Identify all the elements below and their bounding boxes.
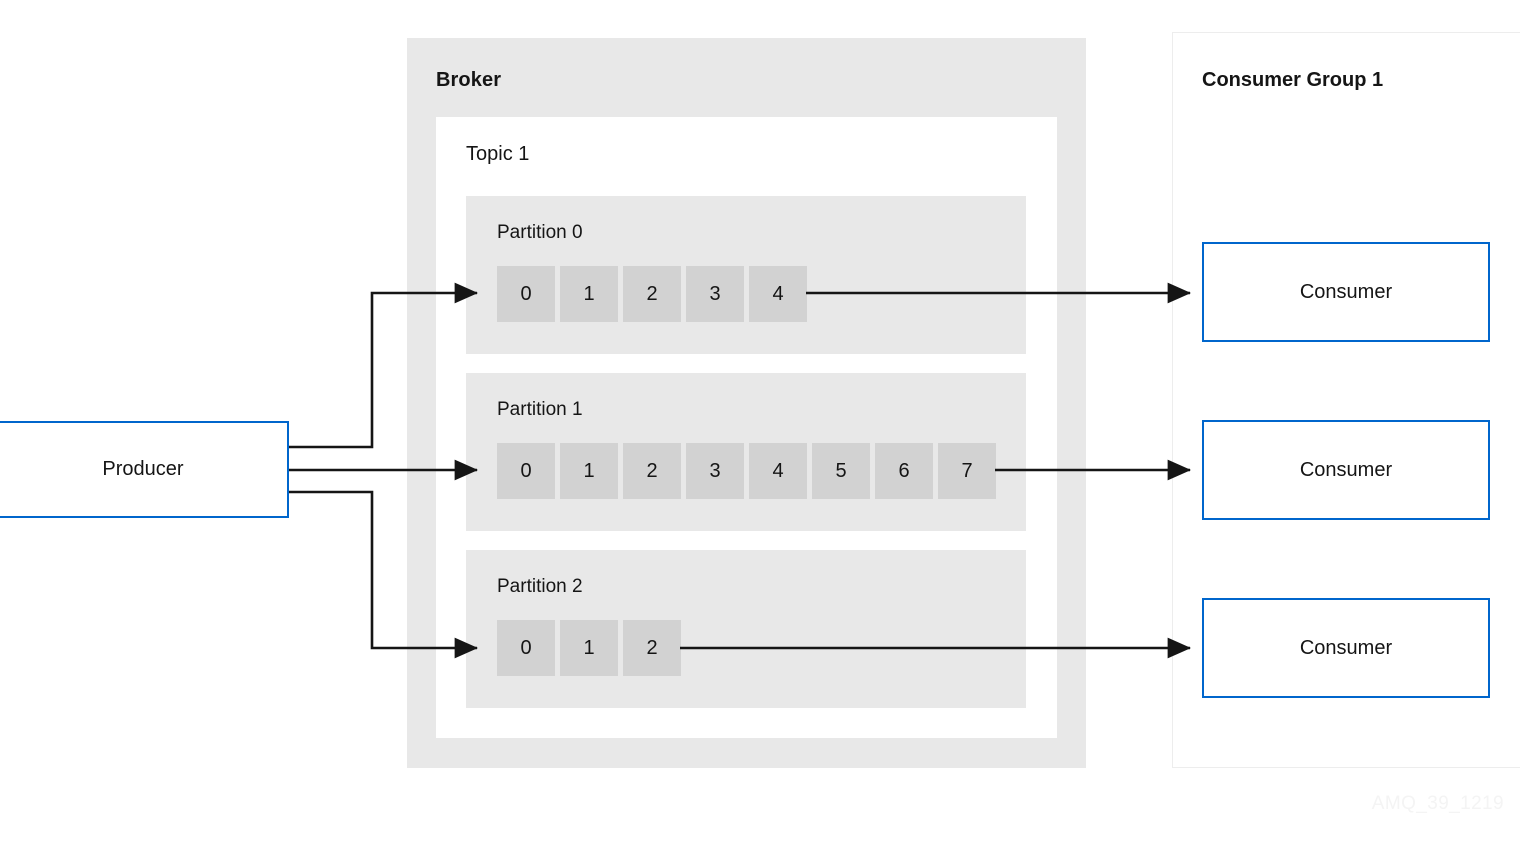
consumer-label: Consumer xyxy=(1299,636,1393,659)
offset-cell: 0 xyxy=(497,266,555,322)
wire-producer-to-partition-0 xyxy=(289,282,479,449)
consumer-group-title: Consumer Group 1 xyxy=(1202,69,1384,91)
consumer-node-3: Consumer xyxy=(1202,598,1490,698)
consumer-label: Consumer xyxy=(1299,458,1393,481)
offset-cell: 7 xyxy=(938,443,996,499)
offset-cell: 0 xyxy=(497,620,555,676)
partition-1: Partition 1 0 1 2 3 4 5 6 7 xyxy=(466,373,1026,531)
producer-label: Producer xyxy=(102,458,184,480)
partition-0-offsets: 0 1 2 3 4 xyxy=(497,266,807,322)
offset-cell: 3 xyxy=(686,266,744,322)
offset-cell: 2 xyxy=(623,266,681,322)
offset-cell: 0 xyxy=(497,443,555,499)
partition-0-title: Partition 0 xyxy=(497,222,583,243)
wire-producer-to-partition-2 xyxy=(289,490,479,659)
partition-1-offsets: 0 1 2 3 4 5 6 7 xyxy=(497,443,996,499)
topic-title: Topic 1 xyxy=(466,143,530,165)
broker-title: Broker xyxy=(436,69,502,91)
partition-2-title: Partition 2 xyxy=(497,576,583,597)
watermark-label: AMQ_39_1219 xyxy=(1371,793,1504,814)
consumer-label: Consumer xyxy=(1299,280,1393,303)
offset-cell: 2 xyxy=(623,620,681,676)
partition-0: Partition 0 0 1 2 3 4 xyxy=(466,196,1026,354)
consumer-node-2: Consumer xyxy=(1202,420,1490,520)
offset-cell: 4 xyxy=(749,266,807,322)
offset-cell: 1 xyxy=(560,266,618,322)
offset-cell: 6 xyxy=(875,443,933,499)
producer-node: Producer xyxy=(0,421,289,518)
partition-2: Partition 2 0 1 2 xyxy=(466,550,1026,708)
offset-cell: 4 xyxy=(749,443,807,499)
partition-1-title: Partition 1 xyxy=(497,399,583,420)
offset-cell: 2 xyxy=(623,443,681,499)
offset-cell: 5 xyxy=(812,443,870,499)
offset-cell: 1 xyxy=(560,620,618,676)
offset-cell: 1 xyxy=(560,443,618,499)
partition-2-offsets: 0 1 2 xyxy=(497,620,681,676)
consumer-node-1: Consumer xyxy=(1202,242,1490,342)
offset-cell: 3 xyxy=(686,443,744,499)
